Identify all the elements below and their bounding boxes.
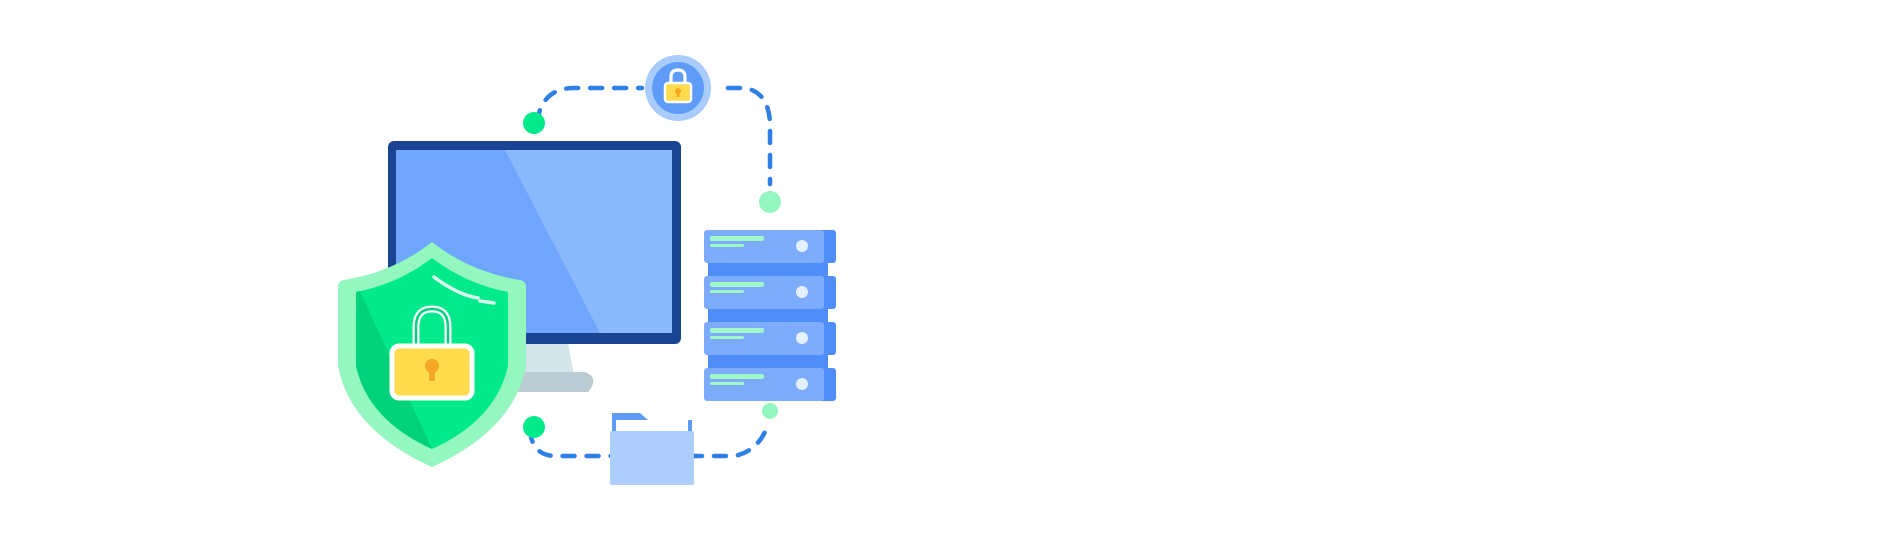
server-led-icon [796, 332, 808, 344]
server-led-icon [796, 240, 808, 252]
server-unit-label [710, 290, 744, 293]
server-unit-label [710, 282, 764, 287]
connector-dot-icon [523, 416, 545, 438]
server-rack-icon [704, 230, 836, 401]
lock-badge-icon [645, 55, 711, 121]
server-unit-label [710, 236, 764, 241]
padlock-icon [389, 305, 475, 401]
server-unit-label [710, 374, 764, 379]
connector-dot-icon [759, 191, 781, 213]
server-led-icon [796, 286, 808, 298]
server-unit [704, 322, 836, 355]
server-unit-label [710, 328, 764, 333]
server-rack-column [708, 240, 828, 390]
server-unit-label [710, 244, 744, 247]
server-unit [704, 368, 836, 401]
connector-dot-icon [523, 112, 545, 134]
server-unit [704, 276, 836, 309]
connector-dot-icon [762, 403, 778, 419]
folder-icon [610, 413, 694, 485]
server-unit-label [710, 336, 744, 339]
shield-icon [338, 242, 526, 467]
server-unit-label [710, 382, 744, 385]
server-led-icon [796, 378, 808, 390]
server-unit [704, 230, 836, 263]
